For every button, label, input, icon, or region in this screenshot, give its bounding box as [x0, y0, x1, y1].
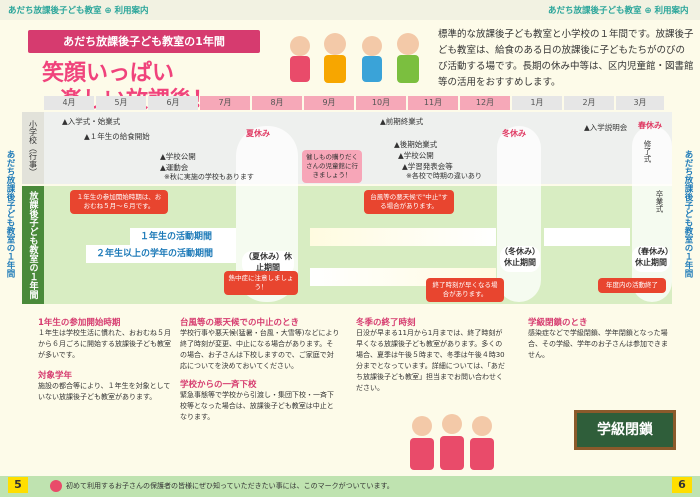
classroom-lane-label: 放課後子ども教室の１年間 — [22, 186, 44, 304]
children-icon — [290, 33, 419, 83]
event-completion: 修了式 — [643, 140, 652, 163]
bubble-weather-cancel: 台風等の悪天候で"中止"する場合があります。 — [364, 190, 454, 214]
month-dec: 12月 — [460, 96, 510, 110]
class-closure-sign: 学級閉鎖 — [574, 410, 676, 450]
page-title: あだち放課後子ども教室の1年間 — [28, 30, 260, 53]
school-lane-label: 小学校（行事） — [22, 112, 44, 184]
event-lunch-start: ▲１年生の給食開始 — [84, 132, 150, 141]
bubble-first-grade-start: １年生の参加開始時期は、おおむね５月～６月です。 — [70, 190, 168, 214]
teachers-illustration — [400, 410, 500, 472]
event-entrance-briefing: ▲入学説明会 — [584, 123, 628, 132]
spring-break-label: 春休み — [638, 121, 662, 130]
month-aug: 8月 — [252, 96, 302, 110]
teachers-icon — [410, 414, 494, 470]
event-open-school-2: ▲学校公開 — [398, 151, 434, 160]
header-left: あだち放課後子ども教室 ⊕ 利用案内 — [8, 6, 149, 16]
section-class-closure-title: 学級閉鎖のとき — [528, 318, 588, 328]
event-graduation: 卒業式 — [655, 190, 664, 213]
first-grade-arrow: １年生の活動期間 — [130, 228, 236, 246]
event-open-school: ▲学校公開 — [160, 152, 196, 161]
winter-break-column — [497, 126, 541, 302]
summer-break-label: 夏休み — [246, 129, 270, 138]
footer-note: 初めて利用するお子さんの保護者の皆様にぜひ知っていただきたい事には、このマークが… — [66, 482, 394, 490]
page-number-left: 5 — [8, 477, 28, 493]
header-right: あだち放課後子ども教室 ⊕ 利用案内 — [548, 6, 689, 16]
footer-bar — [0, 476, 700, 497]
month-oct: 10月 — [356, 96, 406, 110]
event-sports-note: ※秋に実施の学校もあります — [164, 173, 254, 181]
event-sports-day: ▲運動会 — [160, 163, 189, 172]
month-jan: 1月 — [512, 96, 562, 110]
section-first-grade-title: 1年生の参加開始時期 — [38, 318, 121, 328]
section-first-grade-body: １年生は学校生活に慣れた、おおむね５月から６月ごろに開始する放課後子ども教室が多… — [38, 329, 171, 359]
month-sep: 9月 — [304, 96, 354, 110]
month-jun: 6月 — [148, 96, 198, 110]
side-label-right: あだち放課後子ども教室の１年間 — [683, 150, 693, 278]
section-target-body: 施設の都合等により、１年生を対象としていない放課後子ども教室があります。 — [38, 382, 171, 401]
month-may: 5月 — [96, 96, 146, 110]
month-nov: 11月 — [408, 96, 458, 110]
section-first-grade: 1年生の参加開始時期 １年生は学校生活に慣れた、おおむね５月から６月ごろに開始す… — [38, 316, 174, 403]
spring-closure: （春休み）休止期間 — [632, 246, 670, 272]
first-grade-arrow-3 — [544, 228, 630, 246]
event-entrance: ▲入学式・始業式 — [62, 117, 121, 126]
intro-text: 標準的な放課後子ども教室と小学校の１年間です。放課後子ども教室は、給食のある日の… — [438, 29, 694, 88]
section-weather-title: 台風等の悪天候での中止のとき — [180, 318, 300, 328]
side-label-left: あだち放課後子ども教室の１年間 — [5, 150, 15, 278]
section-winter: 冬季の終了時刻 日没が早まる11月から1月までは、終了時刻が早くなる放課後子ども… — [356, 316, 506, 394]
section-weather-body: 学校行事や悪天候(猛暑・台風・大雪等)などにより終了時刻が変更、中止になる場合が… — [180, 329, 340, 370]
section-target-title: 対象学年 — [38, 371, 73, 381]
event-second-term: ▲後期始業式 — [394, 140, 438, 149]
section-winter-title: 冬季の終了時刻 — [356, 318, 416, 328]
section-weather: 台風等の悪天候での中止のとき 学校行事や悪天候(猛暑・台風・大雪等)などにより終… — [180, 316, 340, 423]
bubble-heatstroke: 熱中症に注意しましょう！ — [224, 271, 298, 295]
section-class-closure: 学級閉鎖のとき 感染症などで学級閉鎖、学年閉鎖となった場合、その学級、学年のお子… — [528, 316, 668, 361]
section-dismissal-title: 学校からの一斉下校 — [180, 380, 257, 390]
upper-grade-arrow: ２年生以上の学年の活動期間 — [86, 245, 236, 263]
first-grade-arrow-2 — [310, 228, 496, 246]
event-presentation: ▲学習発表会等 — [402, 162, 453, 171]
note-mark-icon — [50, 480, 62, 492]
bubble-children-center: 催しもの購りだくさんの児童館に行きましょう！ — [302, 150, 362, 183]
children-illustration — [280, 26, 430, 90]
header-bar — [0, 0, 700, 20]
section-dismissal-body: 緊急事態等で学校から引渡し・集団下校・一斉下校等となった場合は、放課後子ども教室… — [180, 391, 334, 421]
bubble-year-end: 年度内の活動終了 — [598, 278, 666, 293]
month-jul: 7月 — [200, 96, 250, 110]
section-class-closure-body: 感染症などで学級閉鎖、学年閉鎖となった場合、その学級、学年のお子さんは参加できま… — [528, 329, 668, 359]
page-number-right: 6 — [672, 477, 692, 493]
month-mar: 3月 — [616, 96, 664, 110]
section-winter-body: 日没が早まる11月から1月までは、終了時刻が早くなる放課後子ども教室があります。… — [356, 329, 505, 392]
month-feb: 2月 — [564, 96, 614, 110]
slogan-line1: 笑顔いっぱい — [42, 61, 175, 86]
month-apr: 4月 — [44, 96, 94, 110]
spring-break-column — [632, 126, 672, 302]
month-bar: 4月 5月 6月 7月 8月 9月 10月 11月 12月 1月 2月 3月 — [44, 96, 664, 110]
bubble-early-end: 終了時刻が早くなる場合があります。 — [426, 278, 504, 302]
event-note: ※各校で時期の違いあり — [406, 172, 482, 180]
event-first-term-end: ▲前期終業式 — [380, 117, 424, 126]
winter-break-label: 冬休み — [502, 129, 526, 138]
winter-closure: （冬休み）休止期間 — [500, 246, 540, 272]
